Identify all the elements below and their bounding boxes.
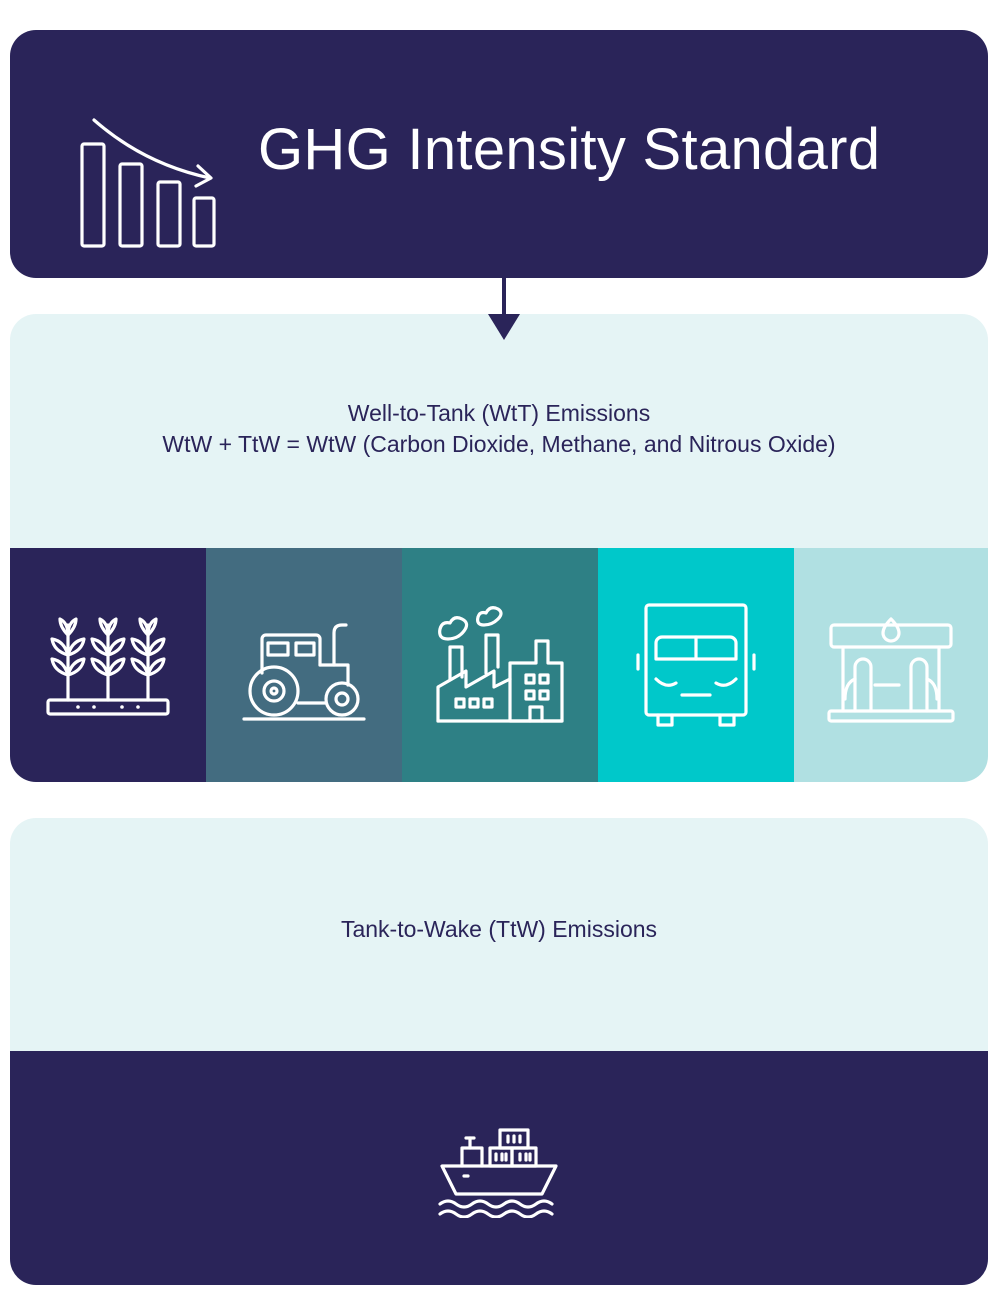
factory-tile [402, 548, 598, 782]
well-to-tank-text: Well-to-Tank (WtT) Emissions WtW + TtW =… [10, 398, 988, 460]
well-to-tank-title: Well-to-Tank (WtT) Emissions [347, 400, 651, 426]
truck-tile [598, 548, 794, 782]
well-to-tank-panel: Well-to-Tank (WtT) Emissions WtW + TtW =… [10, 314, 988, 782]
cargo-ship-icon [438, 1128, 558, 1218]
tank-to-wake-label: Tank-to-Wake (TtW) Emissions [340, 916, 658, 942]
fuel-station-icon [827, 617, 955, 723]
ship-band [10, 1051, 988, 1285]
crops-tile [10, 548, 206, 782]
page-title: GHG Intensity Standard [258, 117, 881, 182]
crops-icon [46, 617, 170, 716]
tractor-icon [242, 623, 366, 721]
supply-chain-icon-row [10, 548, 988, 782]
factory-icon [436, 606, 564, 723]
connector-line [502, 278, 506, 316]
ghg-standard-header: GHG Intensity Standard [10, 30, 988, 278]
fuel-station-tile [794, 548, 988, 782]
truck-icon [636, 603, 756, 727]
tank-to-wake-panel: Tank-to-Wake (TtW) Emissions [10, 818, 988, 1285]
declining-bar-chart-icon [80, 118, 216, 248]
well-to-wake-equation: WtW + TtW = WtW (Carbon Dioxide, Methane… [162, 431, 836, 457]
down-arrow-icon [488, 314, 520, 340]
tractor-tile [206, 548, 402, 782]
